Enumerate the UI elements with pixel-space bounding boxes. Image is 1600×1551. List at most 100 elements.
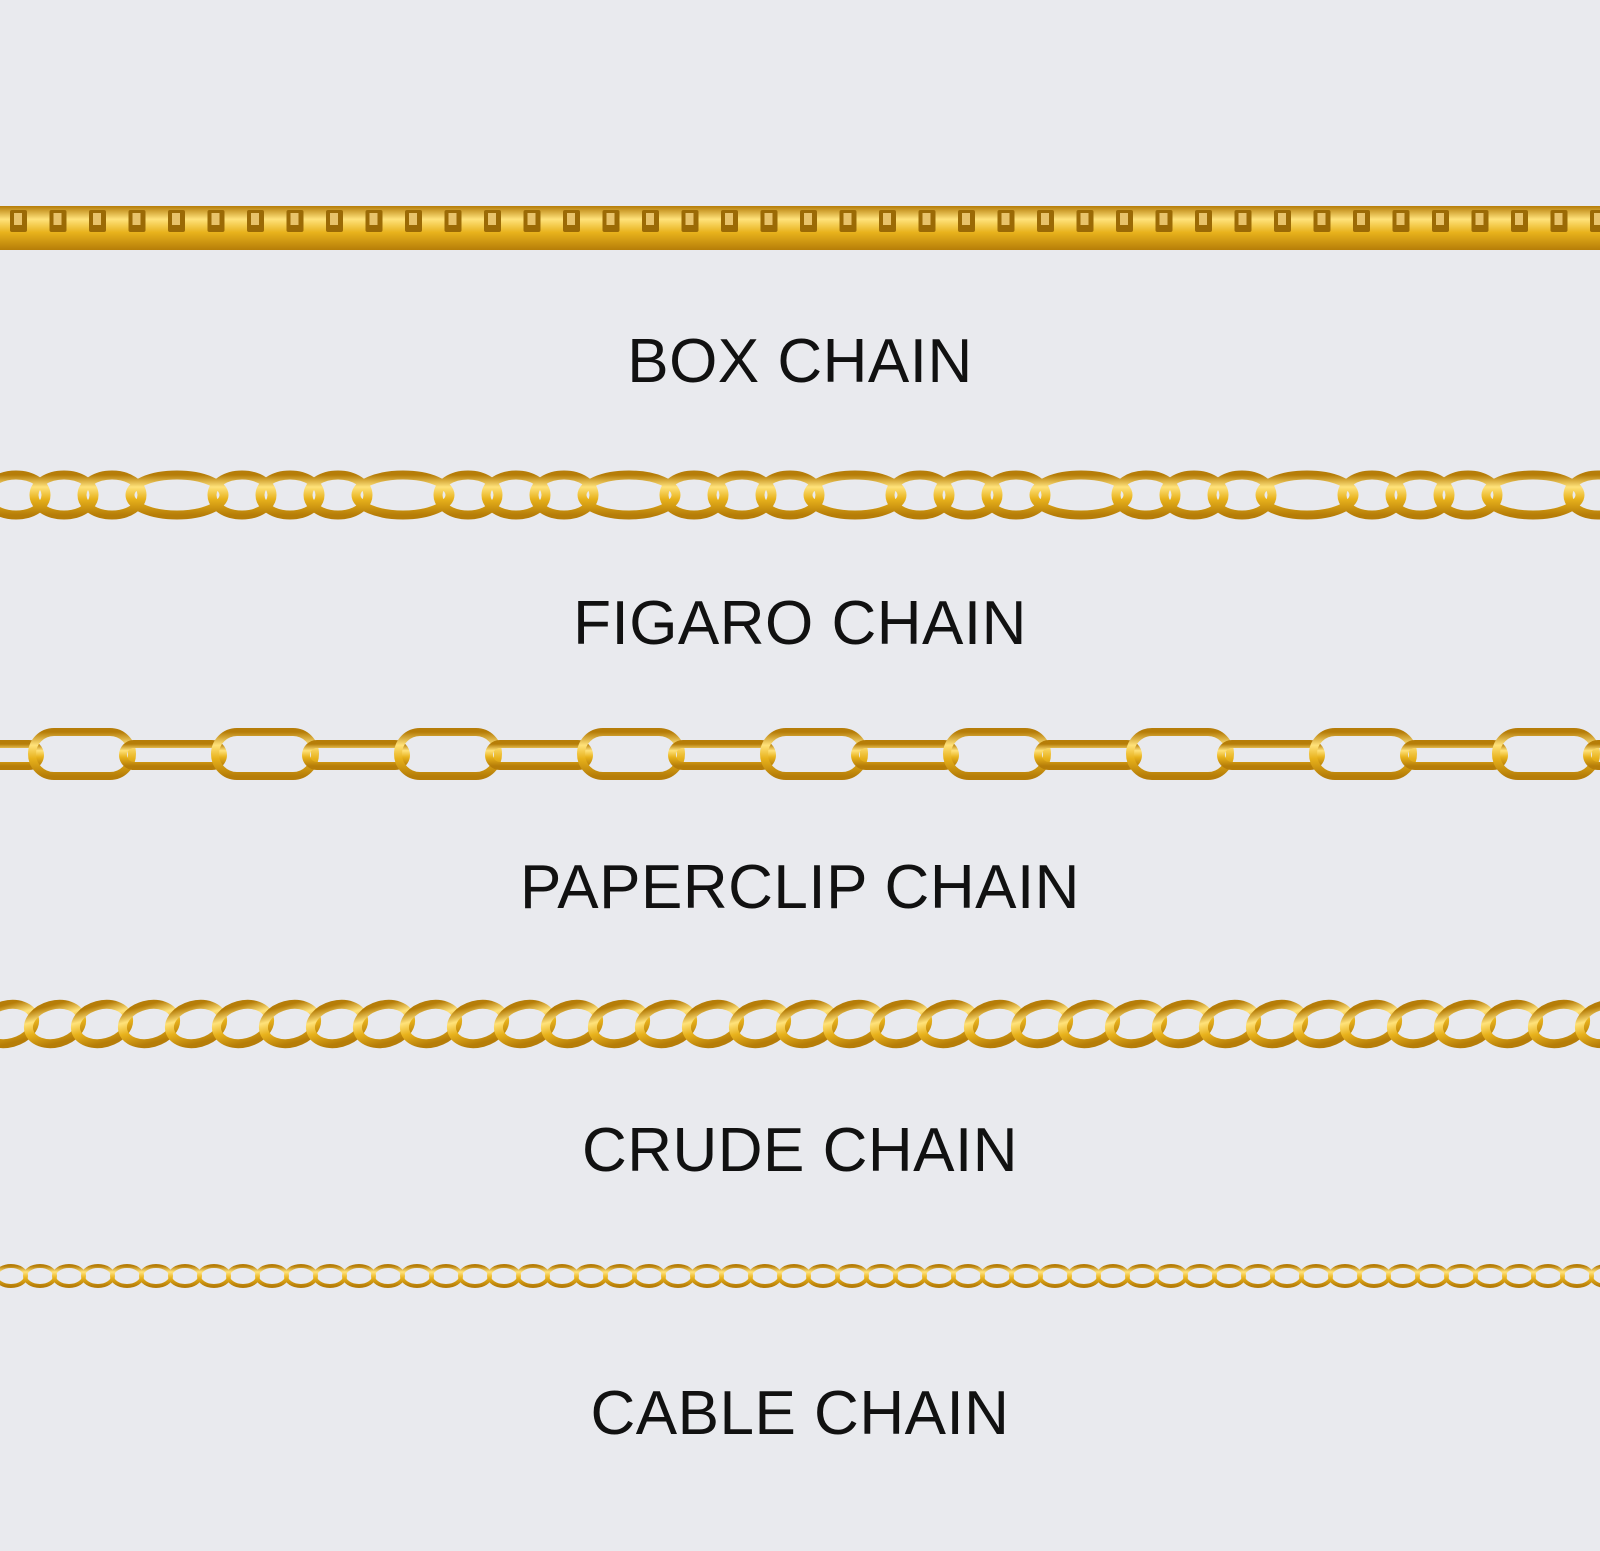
chain-link	[1159, 213, 1168, 225]
chain-link	[1241, 1264, 1275, 1288]
chain-link	[1217, 740, 1325, 770]
chain-link	[172, 213, 180, 225]
chain-link	[707, 470, 777, 520]
chain-link	[1481, 470, 1585, 520]
chain-link	[632, 1264, 666, 1288]
chain-link	[719, 1264, 753, 1288]
chain-link	[1001, 213, 1010, 225]
chain-link	[458, 1264, 492, 1288]
chain-link	[1357, 213, 1365, 225]
chain-link	[1337, 470, 1407, 520]
chain-link	[1433, 470, 1503, 520]
chain-link	[1038, 1264, 1072, 1288]
chain-link	[980, 1264, 1014, 1288]
chain-link	[804, 213, 812, 225]
chain-link	[725, 213, 733, 225]
chain-link	[1309, 728, 1417, 780]
chain-link	[429, 1264, 463, 1288]
chain-link	[1029, 470, 1133, 520]
chain-link	[110, 1264, 144, 1288]
chain-link	[1473, 1264, 1507, 1288]
chain-link	[690, 1264, 724, 1288]
chain-link	[313, 1264, 347, 1288]
chain-link	[885, 470, 955, 520]
crude-chain-label: CRUDE CHAIN	[581, 1116, 1019, 1185]
chain-link	[1041, 213, 1049, 225]
chain-link	[1554, 213, 1563, 225]
chain-link	[81, 1264, 115, 1288]
chain-link	[1574, 999, 1600, 1049]
chain-link	[1299, 1264, 1333, 1288]
chain-link	[1385, 470, 1455, 520]
chain-link	[1515, 213, 1523, 225]
chain-link	[577, 470, 681, 520]
chain-link	[485, 740, 593, 770]
chain-link	[14, 213, 22, 225]
chain-link	[922, 213, 931, 225]
chain-link	[1594, 213, 1600, 225]
chain-link	[351, 470, 455, 520]
chain-link	[52, 1264, 86, 1288]
chain-link	[1207, 470, 1277, 520]
chain-link	[119, 740, 227, 770]
chain-link	[1125, 1264, 1159, 1288]
chain-link	[0, 740, 44, 770]
chain-link	[1238, 213, 1247, 225]
chain-link	[132, 213, 141, 225]
chain-link	[577, 728, 685, 780]
chain-link	[226, 1264, 260, 1288]
chain-link	[290, 213, 299, 225]
figaro-chain-image	[0, 470, 1600, 520]
chain-link	[806, 1264, 840, 1288]
chain-link	[23, 1264, 57, 1288]
chain-link	[125, 470, 229, 520]
chain-link	[77, 470, 147, 520]
chain-link	[1583, 740, 1600, 770]
chain-link	[211, 213, 220, 225]
chain-link	[0, 470, 51, 520]
chain-link	[922, 1264, 956, 1288]
box-chain-label: BOX CHAIN	[627, 327, 973, 396]
chain-link	[197, 1264, 231, 1288]
chain-link	[481, 470, 551, 520]
chain-link	[255, 1264, 289, 1288]
chain-link	[933, 470, 1003, 520]
figaro-chain-label: FIGARO CHAIN	[573, 589, 1027, 658]
chain-link	[883, 213, 891, 225]
chain-link	[962, 213, 970, 225]
chain-link	[207, 470, 277, 520]
chain-link	[371, 1264, 405, 1288]
cable-chain-image	[0, 1264, 1600, 1288]
chain-link	[545, 1264, 579, 1288]
chain-link	[400, 1264, 434, 1288]
chain-link	[803, 470, 907, 520]
chain-link	[777, 1264, 811, 1288]
chain-link	[748, 1264, 782, 1288]
chain-link	[1096, 1264, 1130, 1288]
chain-link	[1255, 470, 1359, 520]
box-chain-image	[0, 206, 1600, 250]
chain-link	[168, 1264, 202, 1288]
chain-link	[567, 213, 575, 225]
chain-link	[606, 213, 615, 225]
chain-link	[1111, 470, 1181, 520]
chain-link	[211, 728, 319, 780]
chain-link	[369, 213, 378, 225]
chain-link	[433, 470, 503, 520]
chain-link	[409, 213, 417, 225]
chain-link	[1009, 1264, 1043, 1288]
chain-link	[1436, 213, 1444, 225]
chain-link	[1328, 1264, 1362, 1288]
chain-link	[448, 213, 457, 225]
chain-link	[1589, 1264, 1600, 1288]
chain-link	[1159, 470, 1229, 520]
chain-link	[1563, 470, 1600, 520]
chain-link	[1212, 1264, 1246, 1288]
chain-link	[764, 213, 773, 225]
chain-link	[1415, 1264, 1449, 1288]
chain-link	[893, 1264, 927, 1288]
chain-link	[1400, 740, 1508, 770]
chain-link	[394, 728, 502, 780]
chain-link	[0, 1264, 28, 1288]
chain-link	[527, 213, 536, 225]
